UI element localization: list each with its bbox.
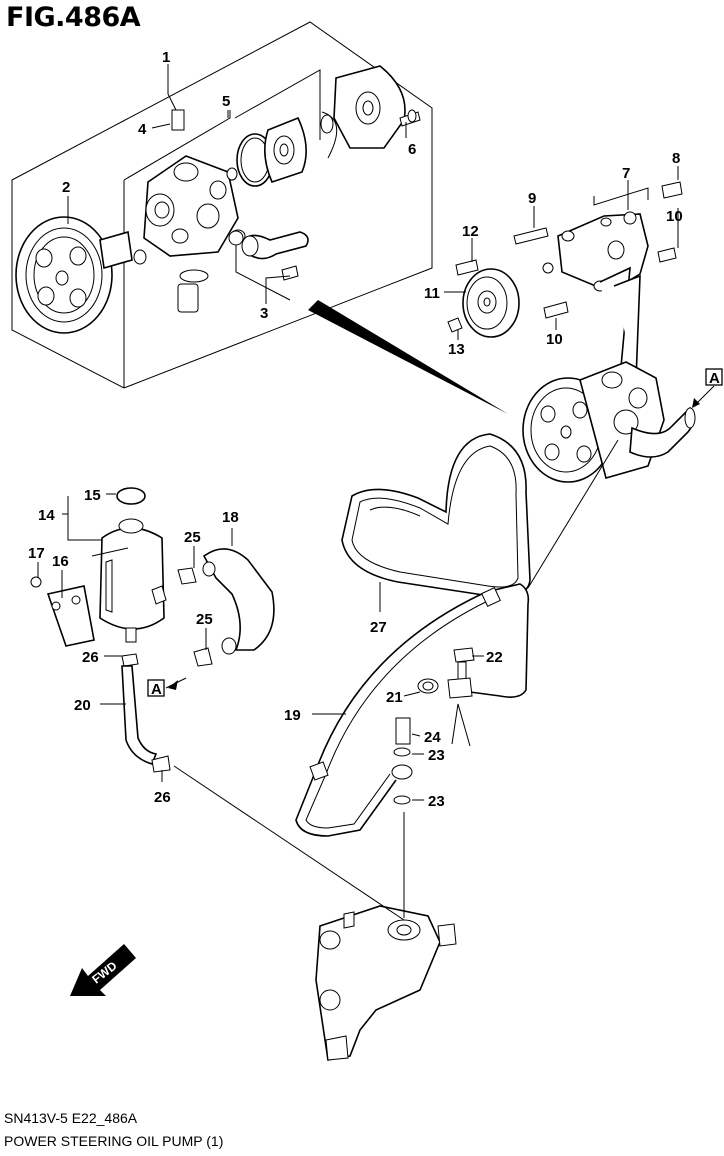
hose-fittings <box>391 647 475 805</box>
callout-10: 10 <box>666 208 683 225</box>
forward-arrow: FWD <box>70 944 136 996</box>
pump-body <box>143 109 246 313</box>
pump-suction-pipe <box>228 230 309 281</box>
detail-pointer <box>308 300 508 414</box>
callout-26: 26 <box>82 649 99 666</box>
figure-title: FIG.486A <box>6 2 141 33</box>
return-hose <box>121 548 275 667</box>
idler-pulley <box>447 259 520 338</box>
callout-26b: 26 <box>154 789 171 806</box>
pump-assembly <box>522 266 696 483</box>
callout-20: 20 <box>74 697 91 714</box>
callout-12: 12 <box>462 223 479 240</box>
callout-16: 16 <box>52 553 69 570</box>
reservoir-tank <box>91 487 167 643</box>
callout-19: 19 <box>284 707 301 724</box>
callout-11: 11 <box>424 285 440 302</box>
callout-13: 13 <box>448 341 465 358</box>
pump-pulley <box>15 216 147 334</box>
callout-17: 17 <box>28 545 45 562</box>
callout-3: 3 <box>260 305 268 322</box>
callout-5: 5 <box>222 93 230 110</box>
callout-22: 22 <box>486 649 503 666</box>
callout-4: 4 <box>138 121 147 138</box>
reservoir-bracket <box>30 576 95 647</box>
callout-21: 21 <box>386 689 403 706</box>
callout-7: 7 <box>622 165 630 182</box>
callout-23b: 23 <box>428 793 445 810</box>
pump-internals <box>236 65 421 187</box>
callout-15: 15 <box>84 487 101 504</box>
callout-27: 27 <box>370 619 387 636</box>
ref-marker-a-top: A <box>692 368 723 408</box>
callout-2: 2 <box>62 179 70 196</box>
drive-belt <box>341 433 531 598</box>
pump-detail-frame <box>11 21 433 389</box>
leader-lines <box>37 64 679 921</box>
callout-6: 6 <box>408 141 416 158</box>
pump-bracket <box>513 181 683 319</box>
callout-8: 8 <box>672 150 680 167</box>
suction-hose <box>121 665 171 773</box>
callout-24: 24 <box>424 729 441 746</box>
steering-gear-box <box>315 905 457 1061</box>
callout-labels: 1 2 3 4 5 6 7 8 9 10 10 11 12 13 14 15 1… <box>28 49 683 810</box>
callout-10b: 10 <box>546 331 563 348</box>
callout-9: 9 <box>528 190 536 207</box>
callout-1: 1 <box>162 49 170 66</box>
pressure-hose <box>295 583 530 837</box>
callout-23: 23 <box>428 747 445 764</box>
callout-18: 18 <box>222 509 239 526</box>
callout-25: 25 <box>184 529 201 546</box>
svg-text:A: A <box>151 681 162 698</box>
svg-text:A: A <box>709 370 720 387</box>
figure-caption: POWER STEERING OIL PUMP (1) <box>4 1133 224 1149</box>
ref-marker-a-left: A <box>147 677 187 698</box>
callout-25b: 25 <box>196 611 213 628</box>
figure-code: SN413V-5 E22_486A <box>4 1110 138 1126</box>
callout-14: 14 <box>38 507 55 524</box>
